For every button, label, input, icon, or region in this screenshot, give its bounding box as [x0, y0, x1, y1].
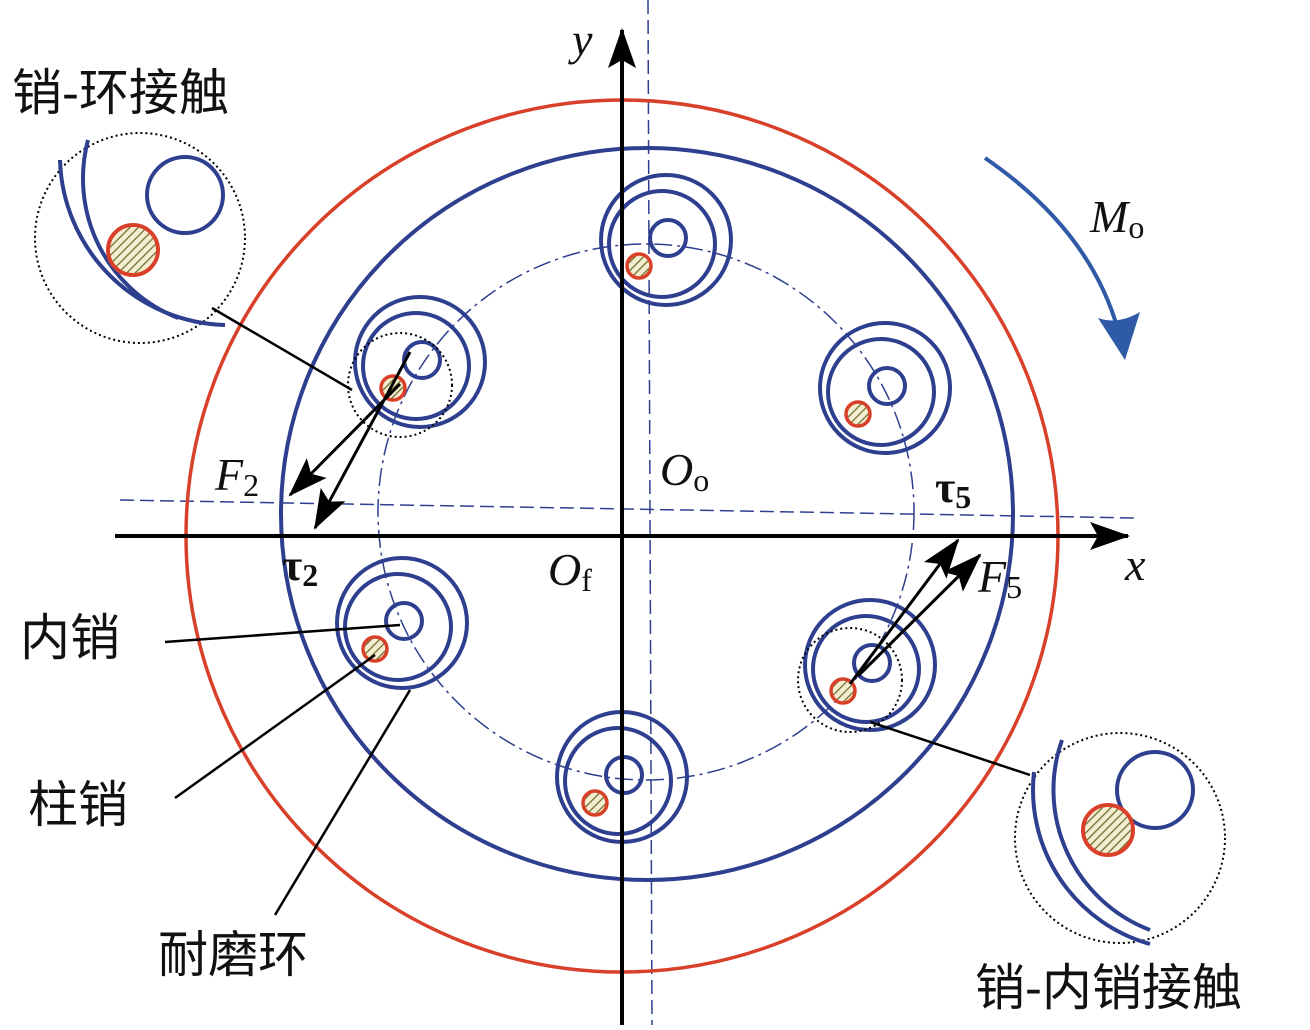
wear-ring-inner [361, 311, 471, 421]
zoom-mark-upper-left-pin [347, 332, 453, 438]
label-pin-ring-contact: 销-环接触 [12, 64, 229, 122]
column-pin [581, 789, 609, 817]
pin-assembly [335, 556, 469, 690]
x-axis-label: x [1124, 539, 1146, 590]
force-f5-arrow [856, 553, 982, 678]
column-pin [829, 677, 857, 705]
tau5-label: τ5 [935, 463, 971, 515]
wear-ring-outer [599, 173, 733, 307]
inner-pin [852, 643, 892, 683]
leader-inner-pin [164, 623, 401, 644]
origin-o-symbol: O [660, 444, 693, 495]
tau2-arrow [313, 351, 412, 530]
column-pin [361, 635, 389, 663]
pin-group [335, 173, 952, 844]
force-f2-label: F2 [214, 449, 259, 503]
wear-ring-inner [826, 337, 936, 447]
force-f5-label: F5 [977, 551, 1022, 605]
wear-ring-inner [343, 572, 453, 682]
force-f5-symbol: F [977, 551, 1007, 602]
force-f5-subscript: 5 [1006, 569, 1022, 605]
pin-assembly [599, 173, 733, 307]
zoom-mark-lower-right-pin [797, 627, 903, 733]
label-column-pin: 柱销 [28, 776, 128, 834]
inner-pin [648, 218, 688, 258]
offset-horizontal-dashed-line [119, 499, 1136, 519]
wear-ring-outer [803, 598, 937, 732]
label-pin-innerpin-contact: 销-内销接触 [975, 959, 1242, 1017]
wear-ring-inner [811, 614, 921, 724]
origin-f-subscript: f [581, 562, 592, 598]
label-wear-ring: 耐磨环 [158, 926, 308, 984]
tau2-subscript: 2 [302, 557, 318, 593]
inner-pin [867, 366, 907, 406]
wear-ring-inner [607, 189, 717, 299]
leader-column-pin [174, 653, 376, 800]
tau5-arrow [848, 538, 960, 685]
wear-ring-inner [563, 726, 673, 836]
y-axis-label: y [568, 14, 593, 65]
pin-assembly [353, 295, 487, 429]
leader-pin-innerpin-contact [869, 720, 1031, 777]
force-f2-subscript: 2 [243, 467, 259, 503]
inset-pin-ring-contact [34, 132, 246, 344]
moment-label: Mo [1089, 191, 1144, 245]
leader-pin-ring-contact [211, 306, 353, 392]
tau5-subscript: 5 [955, 479, 971, 515]
moment-subscript: o [1128, 209, 1144, 245]
origin-f-symbol: O [548, 544, 581, 595]
wear-ring-outer [818, 321, 952, 455]
inner-pin [384, 601, 424, 641]
column-pin [844, 400, 872, 428]
moment-arrow-head [1098, 312, 1140, 360]
tau2-symbol: τ [282, 541, 302, 590]
offset-vertical-dashed-line [647, 0, 653, 1026]
origin-o-label: Oo [660, 444, 709, 498]
pin-pitch-circle [377, 243, 915, 781]
tau2-label: τ2 [282, 541, 318, 593]
label-inner-pin: 内销 [20, 609, 120, 667]
moment-symbol: M [1089, 191, 1131, 242]
tau5-symbol: τ [935, 463, 955, 512]
inset-pin-innerpin-contact [1014, 732, 1226, 946]
leader-wear-ring [273, 689, 412, 916]
moment-arrow [983, 156, 1120, 331]
origin-f-label: Of [548, 544, 592, 598]
pin-assembly [818, 321, 952, 455]
pin-assembly [803, 598, 937, 732]
output-disc-circle [279, 146, 1015, 882]
column-pin [625, 252, 653, 280]
origin-o-subscript: o [693, 462, 709, 498]
force-f2-symbol: F [214, 449, 244, 500]
wear-ring-outer [353, 295, 487, 429]
inner-pin [402, 340, 442, 380]
wear-ring-outer [335, 556, 469, 690]
